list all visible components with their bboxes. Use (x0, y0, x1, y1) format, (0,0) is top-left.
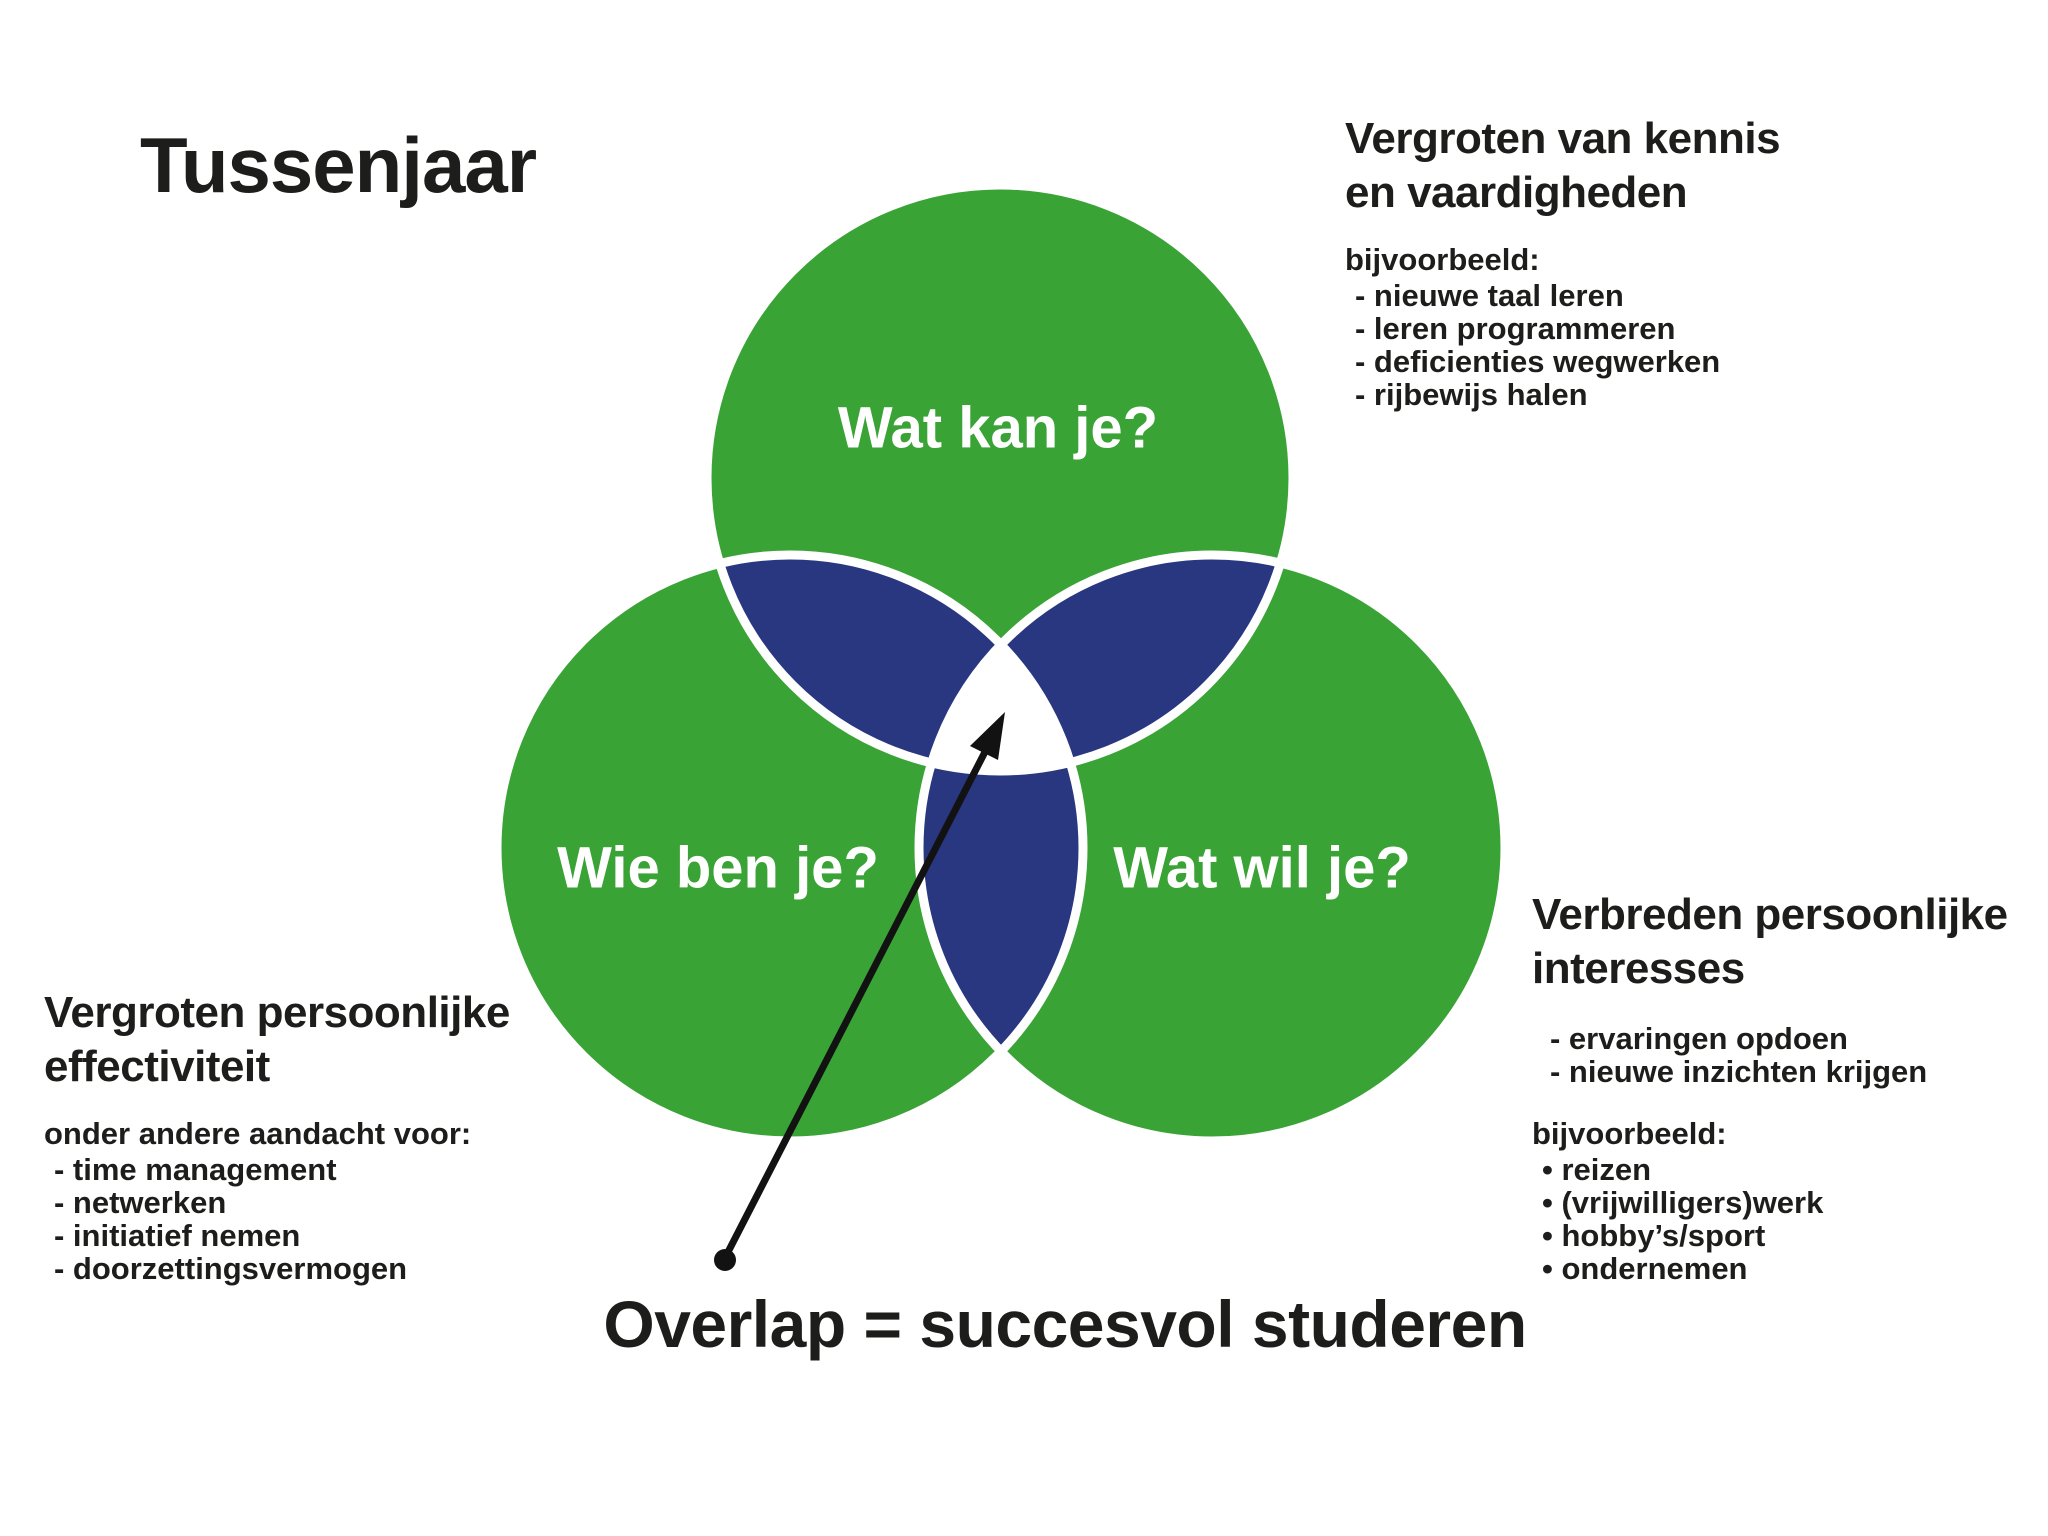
list-item: - rijbewijs halen (1355, 377, 1588, 412)
overlap-top-left (707, 555, 1083, 771)
list-item: - leren programmeren (1355, 311, 1676, 346)
list-item: - time management (54, 1152, 337, 1187)
annotation-knowledge: Vergroten van kennis en vaardigheden bij… (1345, 112, 1781, 411)
list-item: • (vrijwilligers)werk (1542, 1185, 1824, 1220)
list-item: - nieuwe inzichten krijgen (1550, 1054, 1928, 1089)
annotation-effectiveness-intro: onder andere aandacht voor: (44, 1116, 472, 1151)
list-item: • ondernemen (1542, 1251, 1748, 1286)
label-wie-ben-je: Wie ben je? (557, 835, 879, 901)
annotation-knowledge-list: - nieuwe taal leren - leren programmeren… (1345, 279, 1780, 411)
list-item: • reizen (1542, 1152, 1652, 1187)
arrowhead-icon (970, 712, 1005, 760)
annotation-knowledge-heading: Vergroten van kennis en vaardigheden (1345, 114, 1781, 217)
arrow-line (723, 746, 991, 1256)
annotation-effectiveness-list: - time management - netwerken - initiati… (44, 1153, 510, 1285)
annotation-interests: Verbreden persoonlijke interesses - erva… (1532, 888, 2008, 1285)
overlap-arrow (714, 712, 1005, 1271)
annotation-effectiveness-heading: Vergroten persoonlijke effectiviteit (44, 988, 510, 1091)
list-item: - doorzettingsvermogen (54, 1251, 408, 1286)
annotation-interests-bullet-list: • reizen • (vrijwilligers)werk • hobby’s… (1532, 1153, 2008, 1285)
annotation-interests-dash-list: - ervaringen opdoen - nieuwe inzichten k… (1532, 1022, 2008, 1088)
overlap-caption: Overlap = succesvol studeren (603, 1287, 1527, 1361)
overlap-top-right (919, 555, 1293, 771)
page-title: Tussenjaar (140, 121, 537, 209)
label-wat-kan-je: Wat kan je? (837, 395, 1159, 461)
annotation-knowledge-intro: bijvoorbeeld: (1345, 242, 1540, 277)
list-item: - nieuwe taal leren (1355, 278, 1624, 313)
circle-top-outline (702, 180, 1298, 776)
annotation-interests-intro: bijvoorbeeld: (1532, 1116, 1727, 1151)
list-item: - netwerken (54, 1185, 227, 1220)
annotation-effectiveness: Vergroten persoonlijke effectiviteit ond… (44, 986, 510, 1285)
circle-left-outline (492, 550, 1088, 1146)
list-item: • hobby’s/sport (1542, 1218, 1766, 1253)
circle-right-outline (914, 550, 1510, 1146)
list-item: - initiatief nemen (54, 1218, 301, 1253)
annotation-interests-heading: Verbreden persoonlijke interesses (1532, 890, 2008, 993)
list-item: - ervaringen opdoen (1550, 1021, 1848, 1056)
list-item: - deficienties wegwerken (1355, 344, 1721, 379)
label-wat-wil-je: Wat wil je? (1113, 835, 1411, 901)
